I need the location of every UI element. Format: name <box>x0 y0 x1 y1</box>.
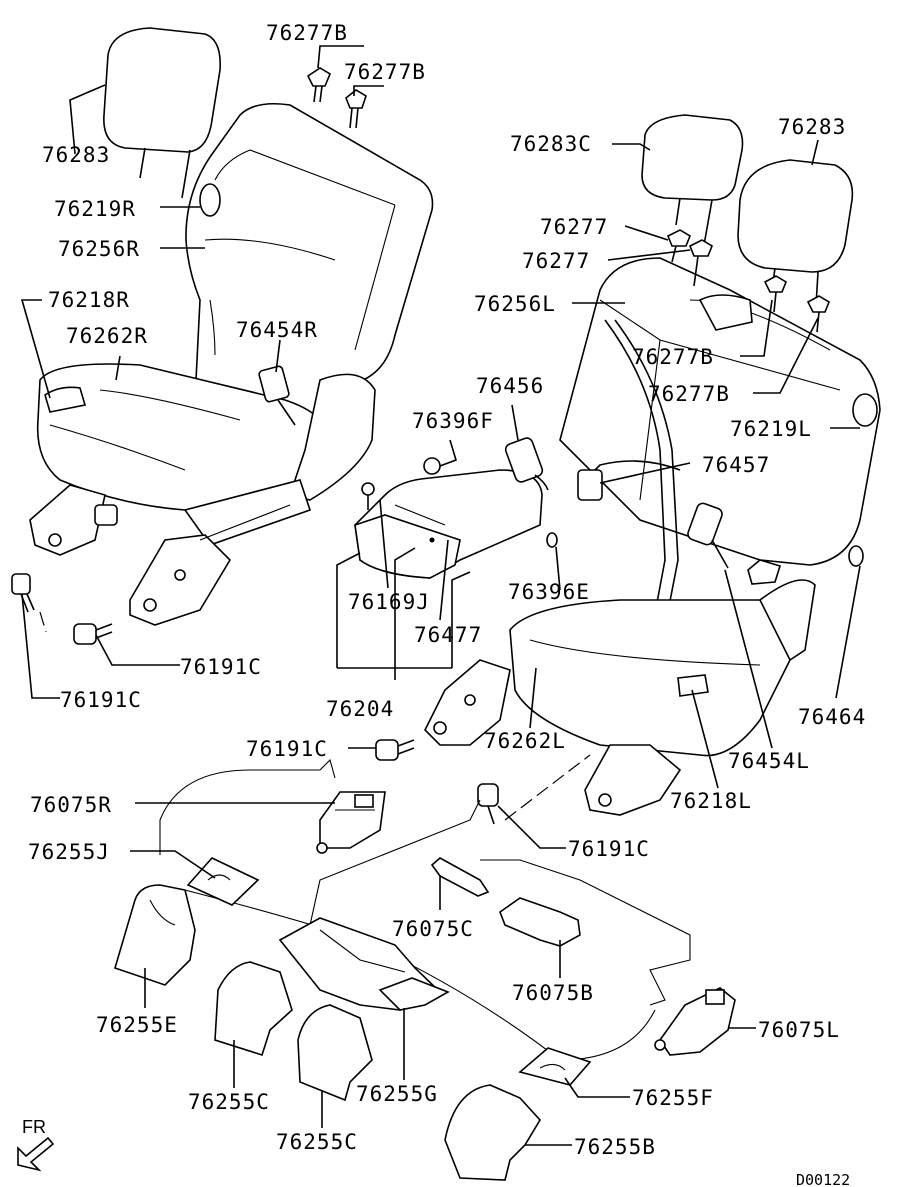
label-76456: 76456 <box>476 374 544 398</box>
label-76396E: 76396E <box>508 580 590 604</box>
cover-76255G <box>378 977 450 1011</box>
label-76075L: 76075L <box>758 1018 840 1042</box>
label-76283-left: 76283 <box>42 143 110 167</box>
label-76191C-a: 76191C <box>180 655 262 679</box>
label-76219R: 76219R <box>54 197 136 221</box>
cover-76255C-b <box>297 1004 373 1102</box>
front-direction-marker: FR <box>17 1117 55 1172</box>
label-76256R: 76256R <box>58 237 140 261</box>
label-76075B: 76075B <box>512 981 594 1005</box>
label-76277-a: 76277 <box>540 215 608 239</box>
label-76169J: 76169J <box>348 590 430 614</box>
label-76277B-d: 76277B <box>648 382 730 406</box>
leader-lines <box>20 45 861 1146</box>
seat-left-illustration <box>424 114 881 816</box>
label-76454L: 76454L <box>728 749 810 773</box>
label-76277B-c: 76277B <box>632 345 714 369</box>
cover-76255C-a <box>214 961 293 1057</box>
label-76396F: 76396F <box>412 409 494 433</box>
label-76277B-a: 76277B <box>266 21 348 45</box>
label-76262L: 76262L <box>484 729 566 753</box>
bolt-76277-a <box>666 229 691 263</box>
bolt-76191C-c <box>375 739 415 761</box>
label-76255J: 76255J <box>28 840 110 864</box>
bolt-76277-b <box>688 239 713 287</box>
label-76277B-b: 76277B <box>344 60 426 84</box>
floor-outline <box>159 758 691 1061</box>
label-76255C-a: 76255C <box>188 1090 270 1114</box>
bracket-76075L <box>654 987 736 1056</box>
seat-right-illustration <box>29 27 434 626</box>
cover-76255E <box>114 884 196 986</box>
bolt-76191C-d <box>477 783 499 825</box>
clip-76396E <box>546 532 558 548</box>
part-labels: 76277B 76277B 76283 76219R 76256R 76218R… <box>28 21 866 1159</box>
label-76075C: 76075C <box>392 917 474 941</box>
diagram-code: D00122 <box>796 1171 850 1187</box>
label-76477: 76477 <box>414 623 482 647</box>
label-76218L: 76218L <box>670 789 752 813</box>
label-76283-right: 76283 <box>778 115 846 139</box>
label-76204: 76204 <box>326 697 394 721</box>
label-76218R: 76218R <box>48 288 130 312</box>
label-76191C-c: 76191C <box>246 737 328 761</box>
cover-76255B <box>444 1084 541 1181</box>
label-76219L: 76219L <box>730 417 812 441</box>
label-76255F: 76255F <box>632 1086 714 1110</box>
fr-label: FR <box>22 1117 46 1137</box>
fr-arrow-icon <box>17 1136 55 1172</box>
label-76255E: 76255E <box>96 1013 178 1037</box>
cover-76255J <box>186 857 260 906</box>
label-76191C-d: 76191C <box>568 837 650 861</box>
armrest-illustration <box>354 457 543 579</box>
bracket-76075R <box>316 791 386 854</box>
label-76256L: 76256L <box>474 292 556 316</box>
label-76262R: 76262R <box>66 324 148 348</box>
label-76277-b: 76277 <box>522 249 590 273</box>
label-76255B: 76255B <box>574 1135 656 1159</box>
cover-76255F <box>518 1047 592 1086</box>
cap-76464 <box>848 545 864 567</box>
label-76464: 76464 <box>798 705 866 729</box>
label-76457: 76457 <box>702 453 770 477</box>
bolt-76277B-b <box>345 89 367 129</box>
bolt-76277B-a <box>306 67 332 103</box>
bolt-76277B-d <box>806 295 830 333</box>
label-76454R: 76454R <box>236 318 318 342</box>
label-76191C-b: 76191C <box>60 688 142 712</box>
buckle-76456 <box>504 437 549 491</box>
label-76255G: 76255G <box>356 1082 438 1106</box>
bracket-76075B <box>499 897 581 947</box>
label-76255C-b: 76255C <box>276 1130 358 1154</box>
bolt-76191C-b <box>73 623 113 645</box>
bolt-76277B-c <box>763 275 787 313</box>
label-76283C: 76283C <box>510 132 592 156</box>
label-76075R: 76075R <box>30 793 112 817</box>
